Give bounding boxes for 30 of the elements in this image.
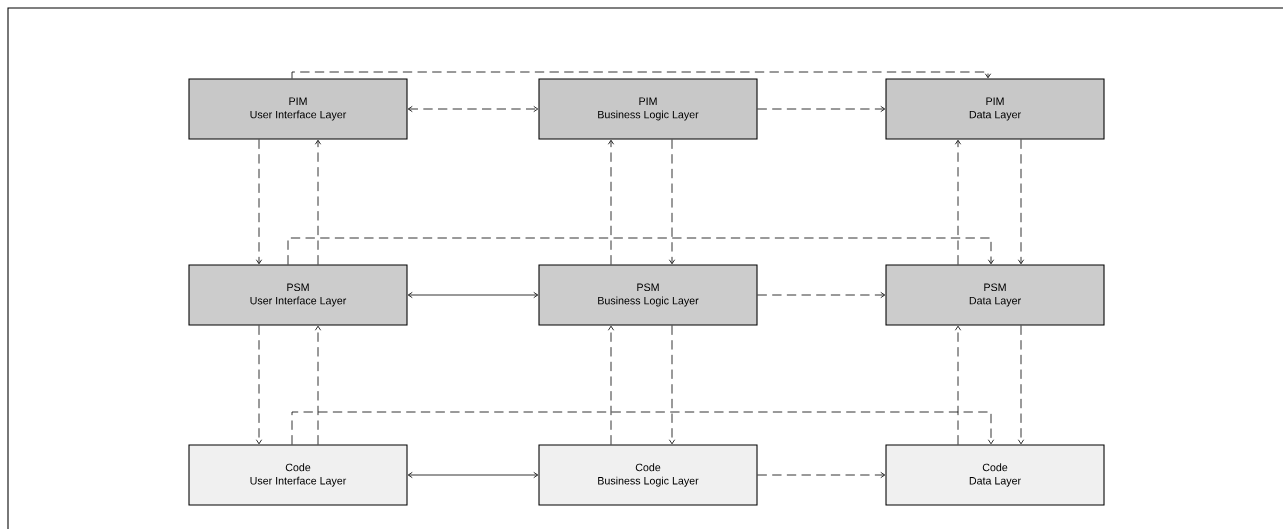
layer-box: PSM Data Layer (885, 264, 1105, 326)
arrow (291, 71, 992, 79)
arrow (291, 411, 995, 445)
arrow (607, 325, 615, 445)
arrow (954, 139, 962, 265)
arrow (668, 139, 676, 265)
arrow (1017, 325, 1025, 445)
arrow (668, 325, 676, 445)
arrow (407, 105, 539, 113)
arrow (255, 325, 263, 445)
arrow (757, 291, 886, 299)
arrow (314, 139, 322, 265)
layer-box: Code Data Layer (885, 444, 1105, 506)
arrow (757, 105, 886, 113)
arrow (1017, 139, 1025, 265)
layer-box: PIM Business Logic Layer (538, 78, 758, 140)
layer-box: PSM Business Logic Layer (538, 264, 758, 326)
arrow (954, 325, 962, 445)
arrow (314, 325, 322, 445)
arrow (407, 291, 539, 299)
arrow (287, 237, 995, 265)
layer-box: Code User Interface Layer (188, 444, 408, 506)
layer-box: PSM User Interface Layer (188, 264, 408, 326)
arrow (757, 471, 886, 479)
layer-box: PIM Data Layer (885, 78, 1105, 140)
arrow (407, 471, 539, 479)
layer-box: PIM User Interface Layer (188, 78, 408, 140)
arrow (607, 139, 615, 265)
arrow (255, 139, 263, 265)
layer-box: Code Business Logic Layer (538, 444, 758, 506)
